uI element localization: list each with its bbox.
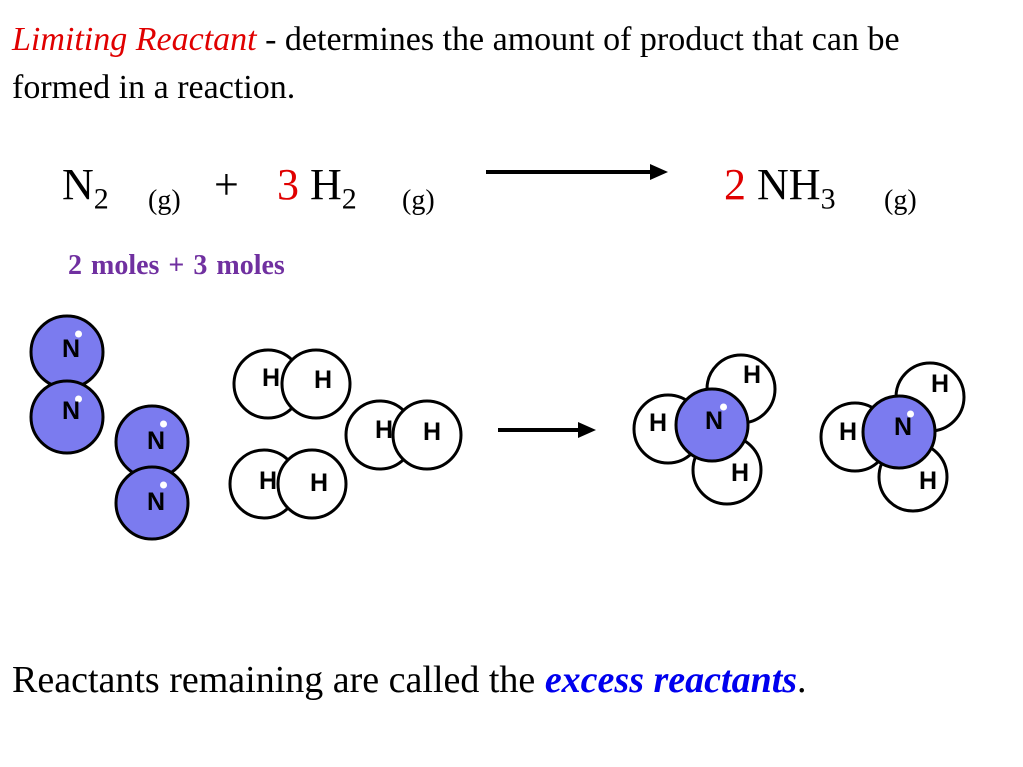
h2-subscript: 2 — [341, 182, 357, 216]
h2-coefficient: 3 — [277, 160, 299, 209]
atom-label: N — [62, 397, 80, 425]
definition-body: - determines the amount of product that … — [12, 21, 900, 106]
atom-label: H — [839, 418, 857, 446]
footer-text: Reactants remaining are called the exces… — [12, 658, 807, 702]
definition-text: Limiting Reactant - determines the amoun… — [12, 16, 1002, 112]
reactant-n2: N2 — [62, 163, 109, 215]
n2-state: (g) — [148, 185, 181, 216]
atom-label: H — [919, 467, 937, 495]
nh3-formula: NH — [757, 160, 821, 209]
atom-label: N — [147, 488, 165, 516]
footer-suffix: . — [797, 659, 807, 701]
atom-label: H — [310, 469, 328, 497]
nitrogen-atom — [861, 394, 937, 470]
footer-prefix: Reactants remaining are called the — [12, 659, 545, 701]
atom-label: H — [649, 409, 667, 437]
nh3-coefficient: 2 — [724, 160, 746, 209]
h2-formula: H — [310, 160, 342, 209]
reactant-h2: 3 H2 — [277, 163, 357, 215]
atom-label: H — [262, 364, 280, 392]
plus-sign: + — [214, 160, 239, 209]
reaction-arrow-icon — [486, 164, 668, 180]
atom-label: N — [705, 407, 723, 435]
nitrogen-atom — [674, 387, 750, 463]
excess-reactants-term: excess reactants — [544, 659, 798, 701]
atom-label: H — [743, 361, 761, 389]
nh3-state: (g) — [884, 185, 917, 216]
nitrogen-atom — [114, 465, 190, 541]
nitrogen-atom — [29, 379, 105, 455]
atom-label: H — [423, 418, 441, 446]
hydrogen-atom — [391, 399, 463, 471]
atom-label: N — [62, 335, 80, 363]
h2-state: (g) — [402, 185, 435, 216]
atom-label: H — [375, 416, 393, 444]
n2-formula: N — [62, 160, 94, 209]
arrow-head-icon — [578, 422, 596, 438]
atom-label: H — [314, 366, 332, 394]
hydrogen-atom — [276, 448, 348, 520]
nh3-subscript: 3 — [820, 182, 836, 216]
hydrogen-atom — [280, 348, 352, 420]
atom-label: N — [894, 413, 912, 441]
atom-label: H — [731, 459, 749, 487]
atom-label: H — [931, 370, 949, 398]
atom-label: N — [147, 427, 165, 455]
atom-label: H — [259, 467, 277, 495]
n2-subscript: 2 — [93, 182, 109, 216]
limiting-reactant-term: Limiting Reactant — [12, 21, 257, 58]
product-nh3: 2 NH3 — [724, 163, 836, 215]
moles-label: 2 moles + 3 moles — [68, 250, 285, 281]
